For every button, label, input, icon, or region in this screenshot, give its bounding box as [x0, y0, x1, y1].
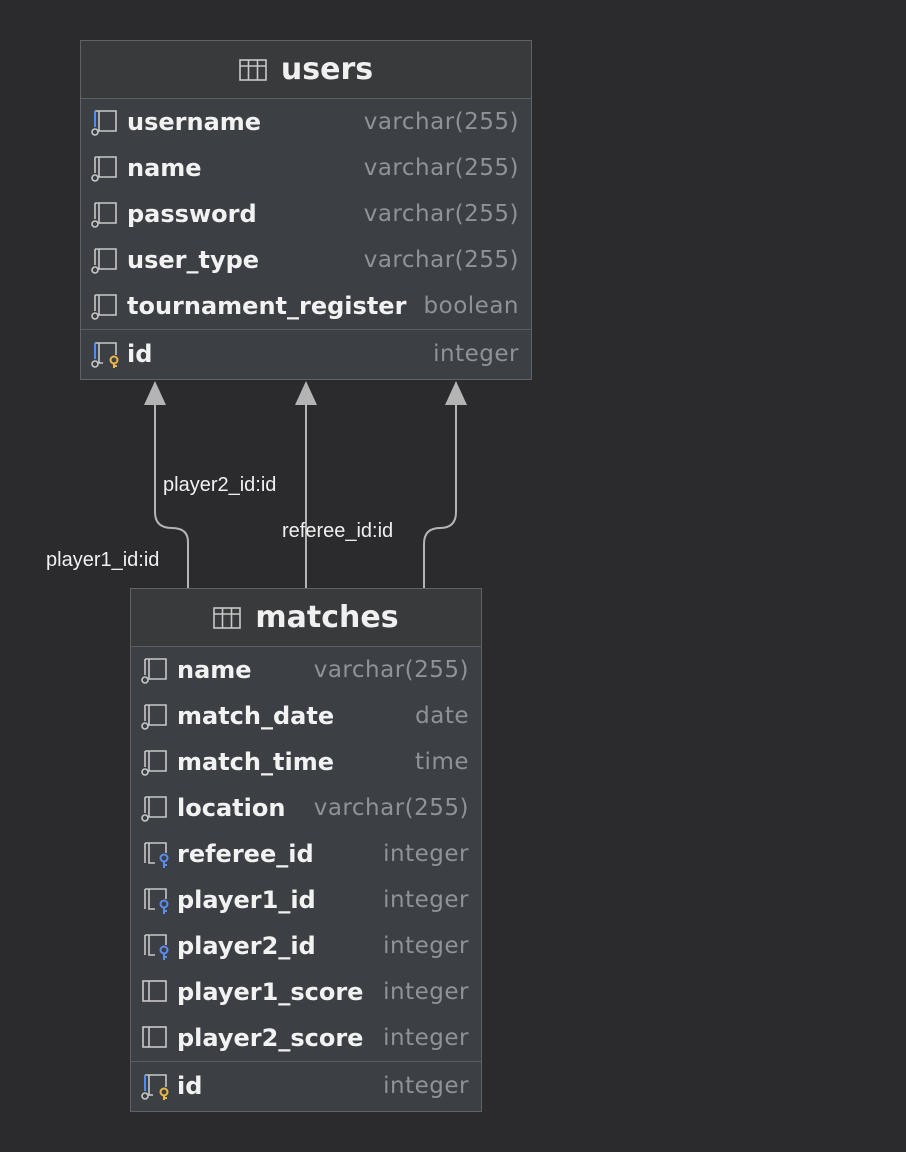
primary-key-icon [141, 1073, 169, 1100]
primary-key-row[interactable]: id integer [131, 1061, 481, 1109]
relation-label-player1: player1_id:id [46, 549, 160, 571]
column-name: name [127, 154, 202, 182]
table-header[interactable]: users [81, 41, 531, 99]
column-name: password [127, 200, 257, 228]
column-type: varchar(255) [363, 155, 519, 181]
column-type: integer [383, 1072, 469, 1099]
column-type: time [415, 749, 469, 775]
column-name: tournament_register [127, 292, 407, 320]
table-title: users [280, 52, 374, 87]
column-icon [91, 156, 117, 182]
column-type: integer [383, 887, 469, 913]
column-row[interactable]: name varchar(255) [81, 145, 531, 191]
column-row[interactable]: match_time time [131, 739, 481, 785]
column-type: varchar(255) [363, 109, 519, 135]
column-type: varchar(255) [363, 247, 519, 273]
column-row[interactable]: match_date date [131, 693, 481, 739]
primary-key-icon [91, 341, 119, 368]
column-type: integer [383, 933, 469, 959]
nullable-column-icon [142, 980, 167, 1002]
arrowhead-referee [445, 381, 467, 405]
column-name: user_type [127, 246, 260, 274]
column-name: id [177, 1071, 203, 1100]
column-icon [141, 658, 167, 684]
column-type: integer [383, 1025, 469, 1051]
column-type: varchar(255) [313, 657, 469, 683]
column-icon [141, 704, 167, 730]
table-icon [239, 58, 267, 81]
column-name: player2_id [177, 932, 316, 960]
relation-label-player2: player2_id:id [163, 474, 277, 496]
column-row[interactable]: player1_id integer [131, 877, 481, 923]
column-row[interactable]: player2_id integer [131, 923, 481, 969]
column-icon [91, 248, 117, 274]
column-row[interactable]: referee_id integer [131, 831, 481, 877]
column-icon [91, 202, 117, 228]
column-icon [91, 294, 117, 320]
foreign-key-icon [144, 934, 169, 960]
column-type: date [415, 703, 469, 729]
column-row[interactable]: password varchar(255) [81, 191, 531, 237]
column-type: integer [383, 841, 469, 867]
column-type: integer [433, 340, 519, 367]
table-icon [213, 606, 242, 629]
column-type: varchar(255) [363, 201, 519, 227]
column-name: player1_id [177, 886, 316, 914]
column-type: varchar(255) [313, 795, 469, 821]
column-icon [141, 796, 167, 822]
column-row[interactable]: username varchar(255) [81, 99, 531, 145]
table-header[interactable]: matches [131, 589, 481, 647]
table-users[interactable]: users username varchar(255) name varchar… [80, 40, 532, 380]
column-type: boolean [423, 293, 519, 319]
column-icon [141, 750, 167, 776]
foreign-key-icon [144, 842, 169, 868]
relation-label-referee: referee_id:id [282, 520, 394, 542]
edge-referee [423, 404, 457, 588]
arrowhead-player2 [295, 381, 317, 405]
column-name: id [127, 339, 153, 368]
column-name: match_date [177, 702, 335, 730]
edge-player1 [154, 404, 189, 588]
column-name: match_time [177, 748, 334, 776]
column-row[interactable]: player1_score integer [131, 969, 481, 1015]
column-row[interactable]: tournament_register boolean [81, 283, 531, 329]
column-name: name [177, 656, 252, 684]
column-row[interactable]: player2_score integer [131, 1015, 481, 1061]
column-name: referee_id [177, 840, 314, 868]
column-name: player1_score [177, 978, 364, 1006]
foreign-key-icon [144, 888, 169, 914]
column-row[interactable]: name varchar(255) [131, 647, 481, 693]
column-name: username [127, 108, 262, 136]
arrowhead-player1 [144, 381, 166, 405]
column-row[interactable]: user_type varchar(255) [81, 237, 531, 283]
column-icon [91, 110, 117, 136]
table-title: matches [255, 600, 399, 635]
primary-key-row[interactable]: id integer [81, 329, 531, 377]
nullable-column-icon [142, 1026, 167, 1048]
column-row[interactable]: location varchar(255) [131, 785, 481, 831]
column-name: player2_score [177, 1024, 364, 1052]
column-name: location [177, 794, 286, 822]
table-matches[interactable]: matches name varchar(255) match_date dat… [130, 588, 482, 1112]
column-type: integer [383, 979, 469, 1005]
